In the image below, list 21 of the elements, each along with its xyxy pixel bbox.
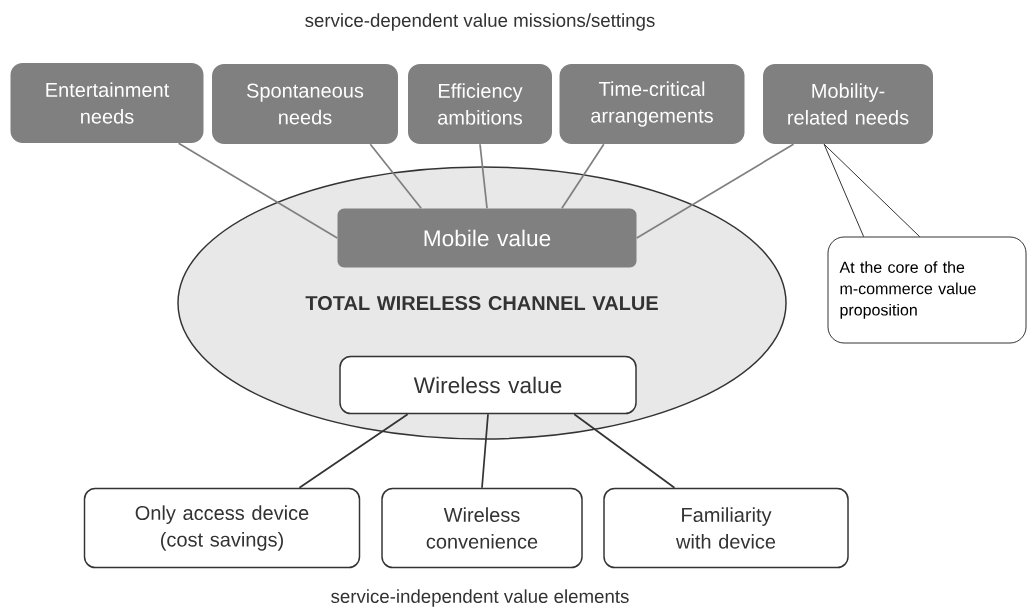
connector-line <box>479 143 488 210</box>
callout-bubble: At the core of the m-commerce value proposition <box>827 236 1027 344</box>
value-box: Wireless value <box>339 355 637 415</box>
callout-tail <box>823 143 920 237</box>
connector-line <box>177 142 339 239</box>
need-box: Spontaneous needs <box>212 64 398 144</box>
connector-line <box>561 143 605 210</box>
need-box: Mobility-related needs <box>763 64 933 144</box>
value-box: Familiarity with device <box>603 487 849 569</box>
need-box: Time-critical arrangements <box>559 64 745 144</box>
connector-line <box>481 413 489 489</box>
need-box: Entertainment needs <box>10 63 204 143</box>
need-box: Efficiency ambitions <box>408 64 552 144</box>
connector-line <box>369 143 422 210</box>
caption-text: service-dependent value missions/settings <box>305 13 655 31</box>
connector-line <box>635 143 795 239</box>
value-box: Mobile value <box>337 208 637 268</box>
caption-text: service-independent value elements <box>331 589 629 607</box>
value-box: Only access device (cost savings) <box>83 487 361 569</box>
value-box: Wireless convenience <box>381 487 583 569</box>
connector-line <box>573 413 676 489</box>
